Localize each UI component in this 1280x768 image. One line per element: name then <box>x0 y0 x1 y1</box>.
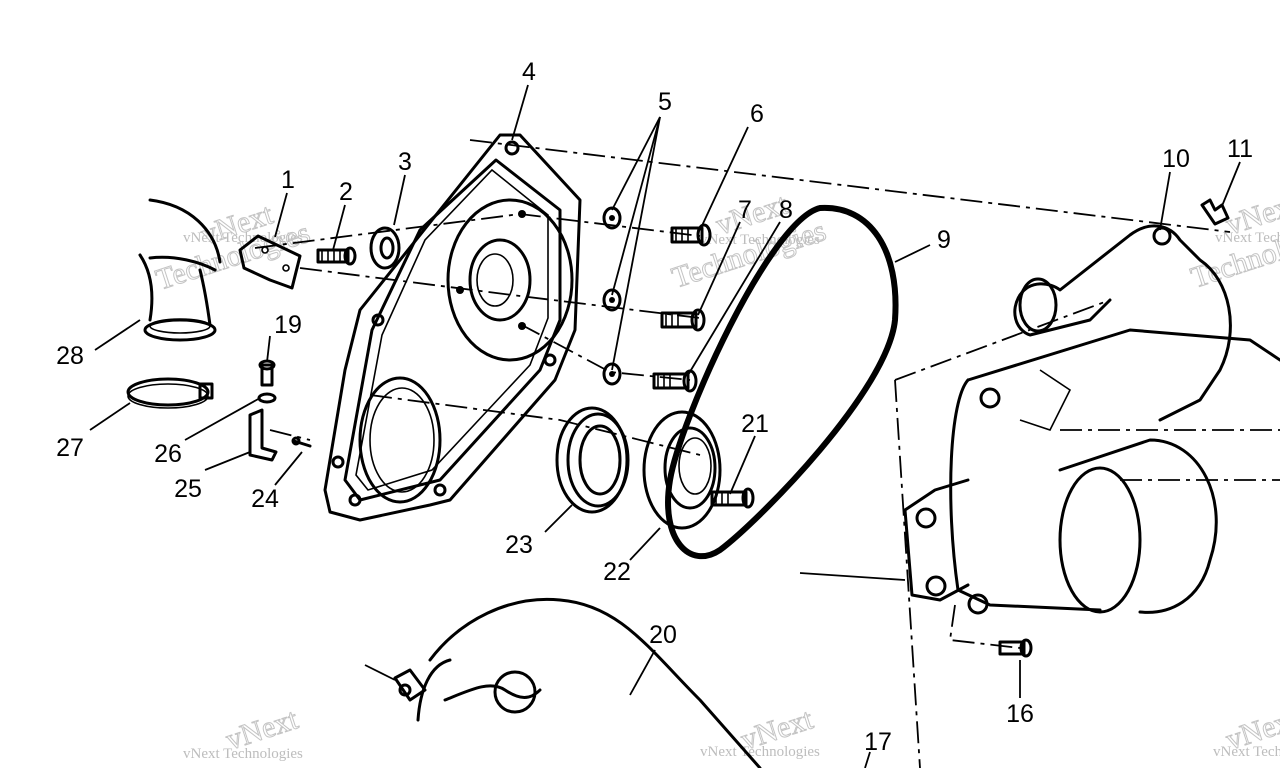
part-11-clip <box>1200 198 1230 226</box>
part-21-bolt <box>710 487 755 509</box>
callout-6: 6 <box>750 100 764 128</box>
watermark-small: vNext Technologies <box>183 746 303 762</box>
callout-3: 3 <box>398 148 412 176</box>
callout-27: 27 <box>56 434 84 462</box>
callout-labels: 1 2 3 4 5 6 7 8 9 10 11 16 17 19 20 21 2… <box>56 58 1253 756</box>
callout-leaders <box>89 84 1241 768</box>
callout-26: 26 <box>154 440 182 468</box>
part-9-drive-belt <box>665 204 899 559</box>
callout-17: 17 <box>864 728 892 756</box>
part-25-bracket <box>248 408 278 462</box>
watermark-small: vNext Technologies <box>1215 230 1280 246</box>
alignment-lines <box>254 139 1280 768</box>
callout-23: 23 <box>505 531 533 559</box>
callout-1: 1 <box>281 166 295 194</box>
part-8-bolt <box>652 369 698 393</box>
part-2-screw <box>316 246 357 266</box>
callout-19: 19 <box>274 311 302 339</box>
part-28-elbow-duct <box>138 198 222 342</box>
part-27-hose-clamp <box>126 377 214 409</box>
part-26-washer <box>257 392 277 404</box>
callout-25: 25 <box>174 475 202 503</box>
callout-24: 24 <box>251 485 279 513</box>
part-19-screw <box>258 359 276 387</box>
callout-2: 2 <box>339 178 353 206</box>
part-20-lower-cover <box>364 572 906 768</box>
callout-22: 22 <box>603 558 631 586</box>
part-24-pin <box>291 436 312 448</box>
callout-21: 21 <box>741 410 769 438</box>
callout-10: 10 <box>1162 145 1190 173</box>
callout-4: 4 <box>522 58 536 86</box>
part-16-bolt <box>998 638 1033 658</box>
watermark-small: vNext Technologies <box>700 744 820 760</box>
part-6-bolt <box>670 223 712 247</box>
callout-5: 5 <box>658 88 672 116</box>
part-7-bolt <box>660 308 706 332</box>
part-1-bracket <box>238 234 302 290</box>
part-10-outer-cover <box>903 224 1280 615</box>
part-22-hub <box>642 410 722 530</box>
part-5-washers <box>602 206 622 386</box>
callout-7: 7 <box>738 196 752 224</box>
part-23-seal <box>555 406 630 514</box>
watermark-small: vNext Technologies <box>1213 744 1280 760</box>
callout-8: 8 <box>779 196 793 224</box>
callout-28: 28 <box>56 342 84 370</box>
callout-20: 20 <box>649 621 677 649</box>
callout-11: 11 <box>1227 135 1253 163</box>
part-3-spacer <box>369 226 401 270</box>
callout-9: 9 <box>937 226 951 254</box>
callout-16: 16 <box>1006 700 1034 728</box>
part-4-inner-cover <box>323 133 582 522</box>
